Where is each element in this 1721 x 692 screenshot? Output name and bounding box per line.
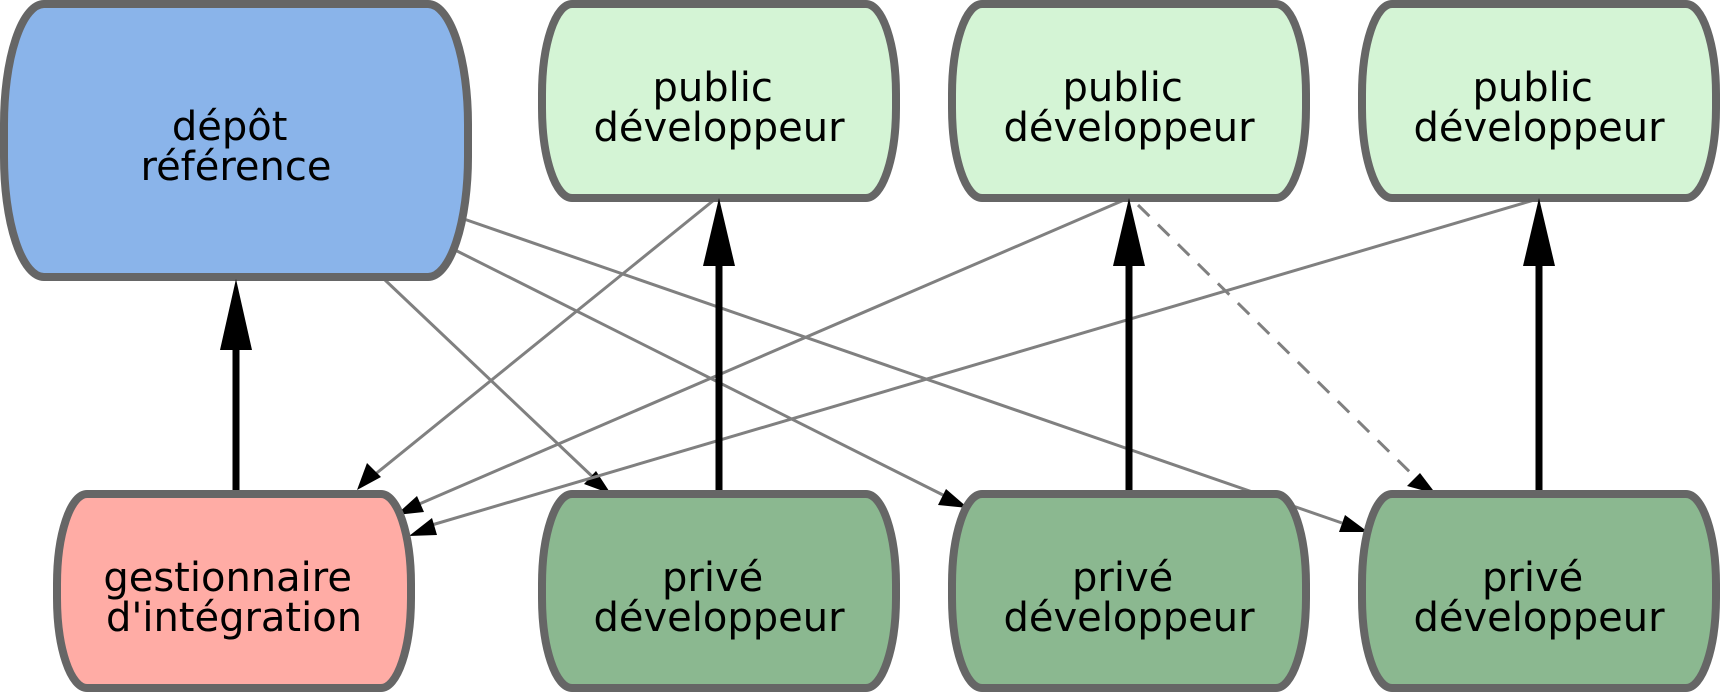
- node-blessed-shape: [0, 0, 472, 281]
- node-public-2[interactable]: public développeur: [948, 0, 1310, 202]
- node-public-1-line2: développeur: [593, 105, 845, 151]
- node-private-3-label: privé développeur: [1413, 555, 1665, 641]
- node-public-3[interactable]: public développeur: [1358, 0, 1720, 202]
- node-public-3-line1: public: [1472, 65, 1592, 111]
- node-private-3[interactable]: privé développeur: [1358, 490, 1720, 692]
- node-public-3-label: public développeur: [1413, 65, 1665, 151]
- node-private-3-shape: [1358, 490, 1720, 692]
- node-public-1[interactable]: public développeur: [538, 0, 900, 202]
- arrowhead-public-3-to-integration: [409, 518, 437, 536]
- node-public-2-label: public développeur: [1003, 65, 1255, 151]
- node-private-2-line1: privé: [1072, 555, 1173, 601]
- arrowhead-blessed-to-private-2: [938, 489, 968, 508]
- node-blessed-line1: dépôt: [172, 104, 288, 150]
- node-private-2-shape: [948, 490, 1310, 692]
- node-integration-shape: [53, 490, 415, 692]
- arrowhead-integration-to-blessed: [220, 279, 252, 350]
- node-integration-manager[interactable]: gestionnaire d'intégration: [53, 490, 415, 692]
- arrowhead-public-1-to-integration: [357, 463, 381, 490]
- node-blessed-label: dépôt référence: [141, 104, 332, 190]
- edge-public-1-to-integration: [372, 198, 715, 478]
- arrowhead-public-2-to-integration: [396, 496, 424, 515]
- node-public-1-line1: public: [652, 65, 772, 111]
- node-private-3-line2: développeur: [1413, 595, 1665, 641]
- thick-edges: [220, 198, 1555, 490]
- node-private-1-shape: [538, 490, 900, 692]
- node-blessed-line2: référence: [141, 144, 332, 190]
- edge-blessed-to-private-3: [460, 216, 1343, 525]
- node-integration-label: gestionnaire d'intégration: [103, 555, 364, 641]
- node-public-2-line2: développeur: [1003, 105, 1255, 151]
- node-public-2-line1: public: [1062, 65, 1182, 111]
- arrowhead-private-3-to-public-3: [1523, 198, 1555, 266]
- node-private-1[interactable]: privé développeur: [538, 490, 900, 692]
- node-private-2-line2: développeur: [1003, 595, 1255, 641]
- thin-edges: [357, 198, 1535, 536]
- edge-blessed-to-private-2: [450, 246, 946, 498]
- node-private-2[interactable]: privé développeur: [948, 490, 1310, 692]
- node-public-3-line2: développeur: [1413, 105, 1665, 151]
- node-private-3-line1: privé: [1482, 555, 1583, 601]
- arrowhead-private-1-to-public-1: [703, 198, 735, 266]
- node-private-1-line1: privé: [662, 555, 763, 601]
- edge-public-2-to-integration: [409, 198, 1125, 510]
- node-private-2-label: privé développeur: [1003, 555, 1255, 641]
- node-public-1-label: public développeur: [593, 65, 845, 151]
- node-blessed-repository[interactable]: dépôt référence: [0, 0, 472, 281]
- node-integration-line2: d'intégration: [106, 595, 362, 641]
- node-private-1-line2: développeur: [593, 595, 845, 641]
- arrowhead-private-2-to-public-2: [1113, 198, 1145, 266]
- arrowhead-public-2-to-private-3: [1407, 473, 1436, 494]
- arrowhead-blessed-to-private-3: [1339, 515, 1368, 532]
- edge-public-2-to-private-3-dashed: [1136, 203, 1420, 482]
- node-integration-line1: gestionnaire: [103, 555, 352, 601]
- node-private-1-label: privé développeur: [593, 555, 845, 641]
- edge-public-3-to-integration: [424, 198, 1535, 529]
